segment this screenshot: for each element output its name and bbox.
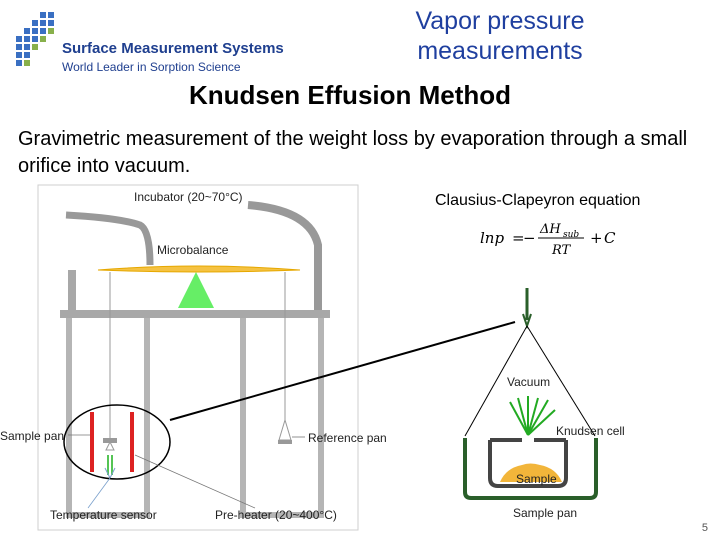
clausius-clapeyron-formula: lnp = − ΔH sub RT + C bbox=[480, 222, 616, 258]
incubator-label: Incubator (20~70°C) bbox=[134, 190, 243, 204]
left-chamber-inner-wall bbox=[144, 318, 150, 518]
top-support-bar bbox=[60, 310, 330, 318]
sample-mound bbox=[500, 463, 562, 482]
reference-pan-icon bbox=[278, 418, 292, 441]
heater-right bbox=[130, 412, 134, 472]
heater-left bbox=[90, 412, 94, 472]
right-chamber-floor bbox=[240, 512, 324, 518]
svg-text:=: = bbox=[512, 229, 525, 247]
sample-pan-holder bbox=[103, 438, 117, 443]
zoom-connector-line bbox=[169, 321, 516, 421]
svg-text:lnp: lnp bbox=[480, 229, 504, 247]
logo-mark-icon bbox=[16, 12, 54, 66]
microbalance-beam bbox=[97, 265, 301, 273]
page-number: 5 bbox=[701, 522, 708, 534]
logo-tagline: World Leader in Sorption Science bbox=[62, 60, 241, 74]
left-inlet-tube bbox=[65, 211, 154, 266]
left-chamber-outer-wall bbox=[66, 318, 72, 518]
svg-text:+: + bbox=[590, 229, 603, 247]
left-post bbox=[68, 270, 76, 312]
sample-pan-label: Sample pan bbox=[0, 429, 65, 443]
knudsen-cell-label: Knudsen cell bbox=[556, 424, 625, 438]
equation-heading: Clausius-Clapeyron equation bbox=[435, 192, 641, 209]
reference-pan-label: Reference pan bbox=[308, 431, 387, 445]
knudsen-cell-outer bbox=[463, 438, 598, 500]
incubator-frame bbox=[37, 184, 359, 531]
sample-label: Sample bbox=[516, 472, 557, 486]
slide-description: Gravimetric measurement of the weight lo… bbox=[18, 128, 688, 177]
right-inlet-tube bbox=[247, 201, 322, 310]
right-chamber-outer-wall bbox=[318, 318, 324, 518]
svg-text:RT: RT bbox=[551, 243, 572, 258]
temperature-sensor-label: Temperature sensor bbox=[50, 508, 157, 522]
knudsen-cell-inner bbox=[488, 440, 568, 488]
svg-text:−: − bbox=[523, 229, 536, 247]
svg-text:sub: sub bbox=[563, 230, 579, 240]
cell-sample-pan-label: Sample pan bbox=[513, 506, 578, 520]
slide-title: Vapor pressure measurements bbox=[415, 7, 585, 65]
vacuum-label: Vacuum bbox=[507, 375, 551, 389]
right-chamber-inner-wall bbox=[240, 318, 246, 518]
svg-text:ΔH: ΔH bbox=[539, 222, 561, 237]
logo-company-name: Surface Measurement Systems bbox=[62, 40, 284, 57]
svg-text:C: C bbox=[604, 229, 616, 247]
microbalance-label: Microbalance bbox=[157, 243, 229, 257]
sample-pan-icon bbox=[105, 440, 115, 451]
preheater-label: Pre-heater (20~400°C) bbox=[215, 508, 337, 522]
vapor-arrows bbox=[509, 396, 556, 436]
balance-pivot bbox=[178, 272, 214, 308]
slide-subtitle: Knudsen Effusion Method bbox=[188, 80, 512, 110]
left-chamber-floor bbox=[66, 512, 150, 518]
zoom-ellipse bbox=[63, 404, 171, 480]
